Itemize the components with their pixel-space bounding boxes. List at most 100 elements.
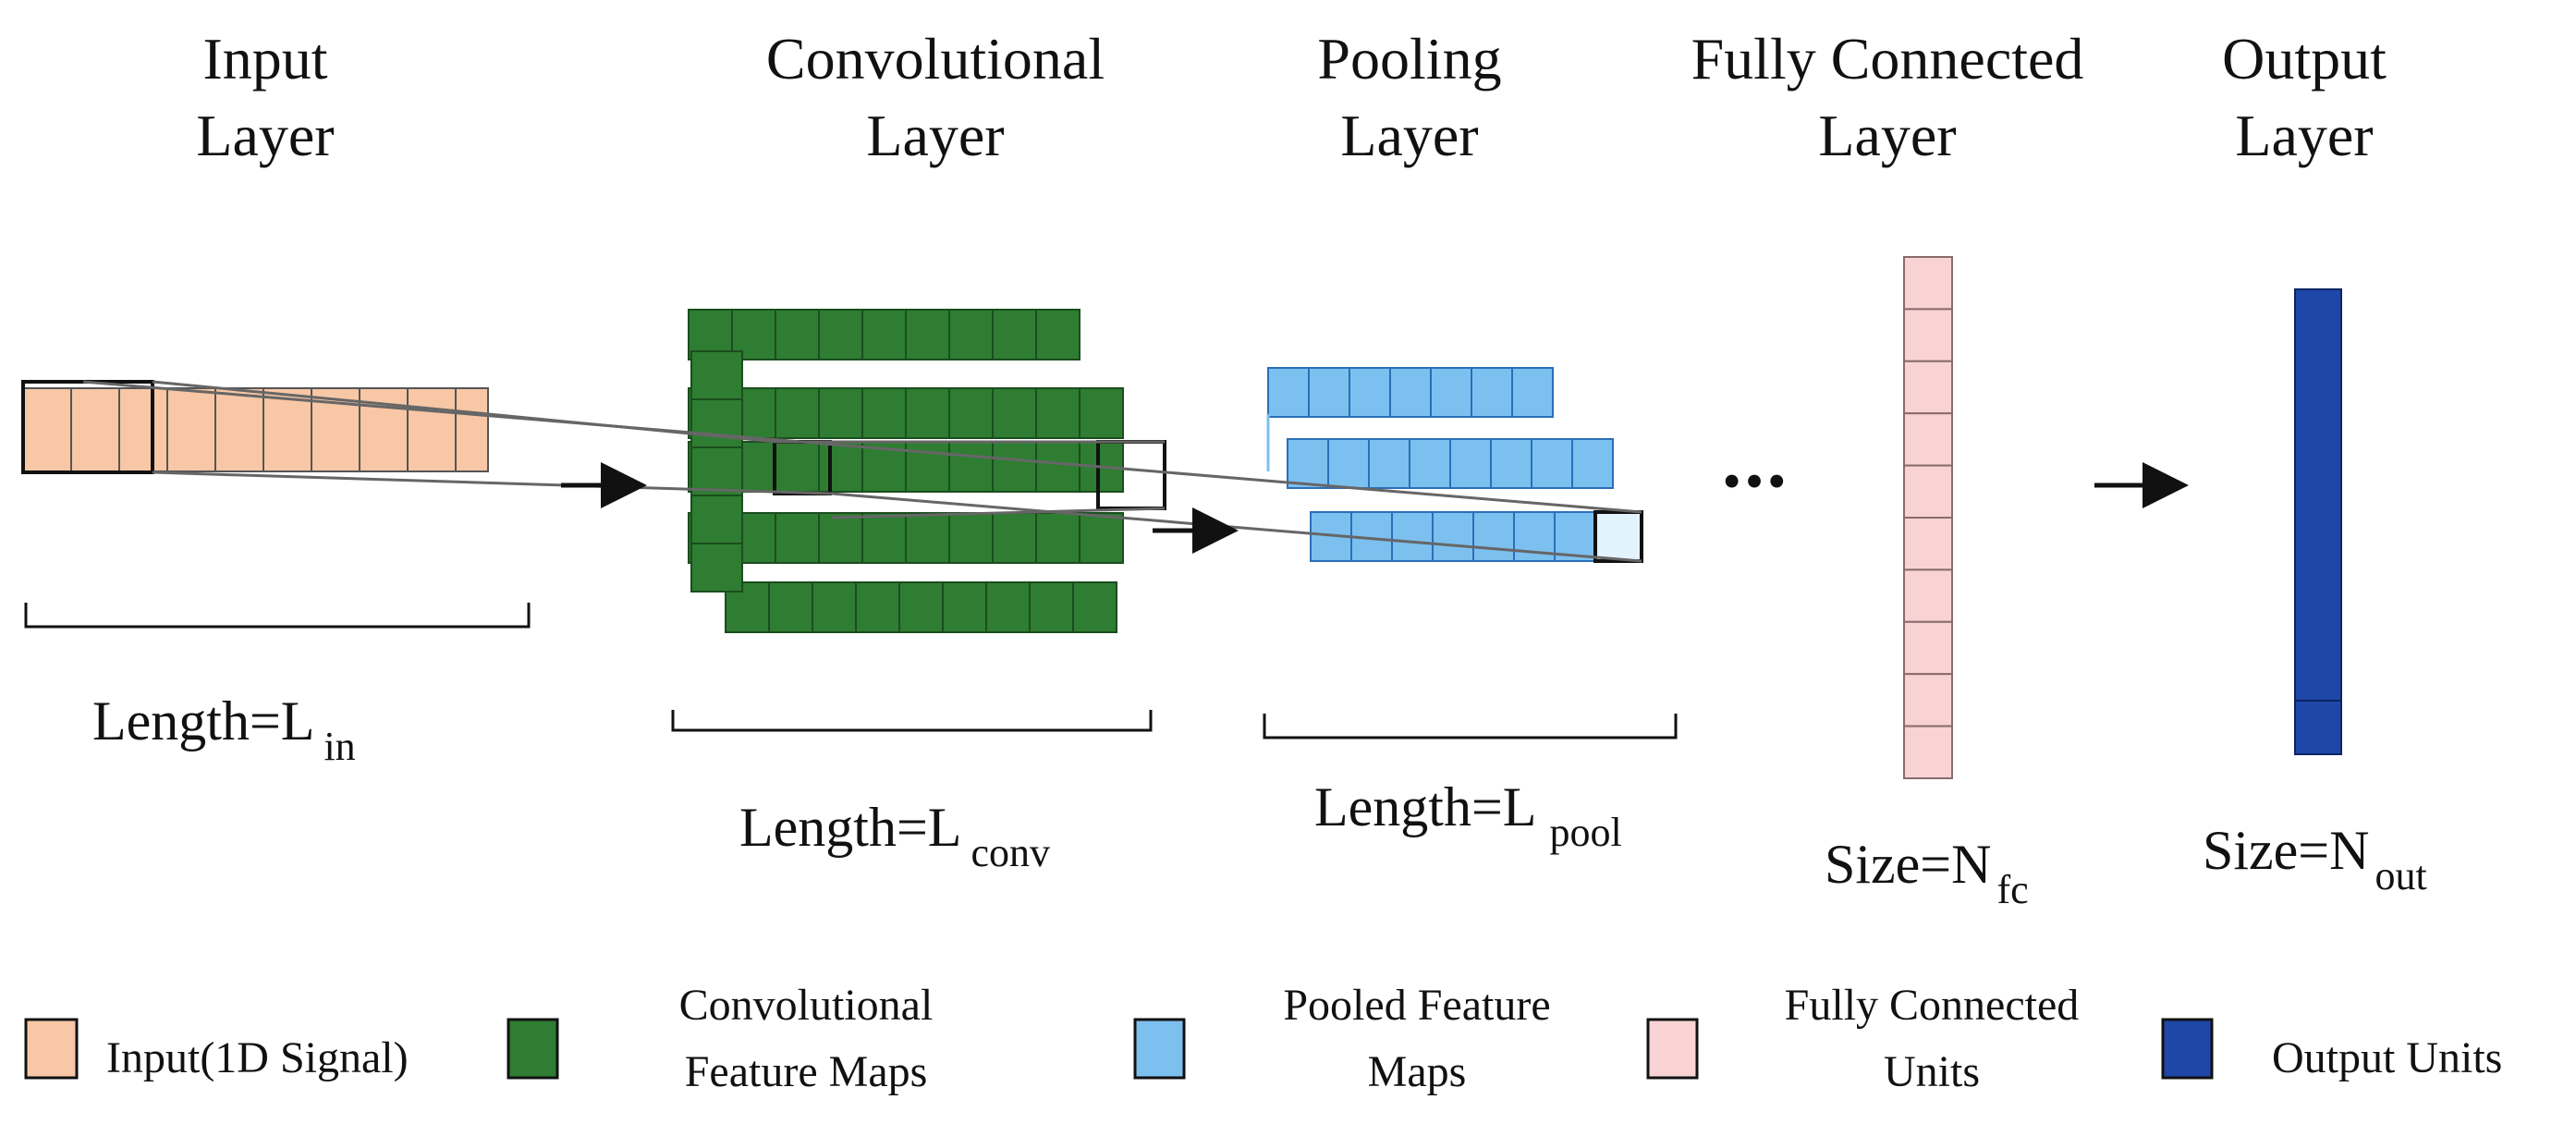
legend-label-fc-line2: Units [1884,1047,1980,1096]
pool-length-bracket [1263,714,1678,739]
conv-feature-cell [905,387,950,439]
conv-length-bracket [671,710,1153,732]
pool-feature-cell [1389,367,1432,418]
input-signal-cell [22,387,72,472]
conv-feature-cell [731,309,776,360]
conv-stack-cell [690,398,743,448]
pool-feature-cell [1267,367,1310,418]
conv-feature-cell [948,512,994,564]
conv-feature-cell [1035,309,1080,360]
input-signal-cell [262,387,312,472]
pool-feature-cell [1391,511,1434,562]
pool-feature-cell [1511,367,1554,418]
fc-unit-cell [1903,412,1953,467]
fc-unit-cell [1903,464,1953,519]
conv-feature-cell [775,387,820,439]
fc-layer-title-line1: Fully Connected [1691,26,2084,92]
pool-feature-cell [1287,438,1329,489]
conv-feature-cell [905,512,950,564]
legend-label-fc-line1: Fully Connected [1785,981,2080,1030]
pool-feature-cell [1490,438,1532,489]
legend-label-input: Input(1D Signal) [106,1033,409,1082]
conv-feature-cell [948,387,994,439]
pool-feature-cell [1327,438,1370,489]
conv-feature-maps [688,309,1124,633]
conv-feature-cell [861,309,907,360]
conv-feature-cell [861,387,907,439]
conv-feature-cell [818,309,863,360]
conv-feature-cell [1035,441,1080,493]
conv-stack-cell [690,446,743,496]
input-length-sub: in [324,724,355,769]
conv-feature-cell [992,387,1037,439]
legend-label-pool-line1: Pooled Feature [1283,981,1550,1030]
fc-unit-cell [1903,673,1953,727]
conv-feature-cell [1035,387,1080,439]
conv-feature-cell [768,581,813,633]
conv-feature-cell [1072,581,1117,633]
legend-swatch-conv [507,1018,559,1080]
legend-label-pool-line2: Maps [1368,1047,1467,1096]
pool-length-label: Length=L pool [1314,776,1622,855]
conv-feature-cell [985,581,1031,633]
output-size-sub: out [2375,853,2426,898]
fc-unit-cell [1903,568,1953,623]
conv-stack-cell [690,350,743,400]
pool-feature-cell [1472,511,1515,562]
conv-feature-cell [775,441,820,493]
pool-length-sub: pool [1549,810,1621,855]
conv-feature-cell [775,512,820,564]
conv-feature-cell [1035,512,1080,564]
conv-feature-cell [775,309,820,360]
fc-size-sub: fc [1996,867,2028,912]
fc-unit-cell [1903,360,1953,415]
pool-feature-cell [1531,438,1573,489]
input-signal-cell [407,387,457,472]
fc-layer-title-line2: Layer [1818,103,1956,168]
conv-feature-cell [905,309,950,360]
pool-length-main: Length=L [1314,776,1536,837]
conv-feature-cell [818,512,863,564]
pool-layer-title-line2: Layer [1340,103,1478,168]
conv-feature-cell [948,309,994,360]
pool-feature-cell [1554,511,1596,562]
legend-swatch-output [2161,1018,2214,1080]
conv-feature-cell [812,581,857,633]
conv-stack-cell [690,543,743,593]
legend-label-conv-line2: Feature Maps [685,1047,928,1096]
input-signal-cell [359,387,409,472]
pool-feature-cell [1471,367,1513,418]
fc-unit-cell [1903,725,1953,779]
conv-length-sub: conv [971,830,1050,875]
pool-feature-cell [1430,367,1472,418]
output-unit-cell [2294,700,2342,755]
input-length-main: Length=L [92,690,314,751]
pool-highlight-cell [1593,510,1643,563]
conv-feature-cell [818,387,863,439]
fc-unit-cell [1903,620,1953,676]
conv-feature-cell [818,441,863,493]
input-length-bracket [24,603,531,629]
output-size-main: Size=N [2203,820,2369,881]
fc-unit-cell [1903,256,1953,311]
conv-feature-cell [905,441,950,493]
output-layer-title-line2: Layer [2235,103,2373,168]
conv-feature-cell [1029,581,1074,633]
conv-feature-cell [992,309,1037,360]
input-signal-cell [455,387,489,472]
conv-feature-cell [1079,512,1124,564]
output-layer-title-line1: Output [2222,26,2387,92]
conv-feature-cell [898,581,944,633]
input-signal-cell [70,387,120,472]
conv-feature-cell [948,441,994,493]
legend-label-output: Output Units [2272,1033,2502,1082]
legend-swatch-pool [1133,1018,1186,1080]
output-units [2294,288,2342,755]
fc-size-main: Size=N [1825,834,1991,895]
input-layer-title-line1: Input [202,26,327,92]
conv-length-main: Length=L [739,797,961,858]
pool-feature-cell [1409,438,1451,489]
